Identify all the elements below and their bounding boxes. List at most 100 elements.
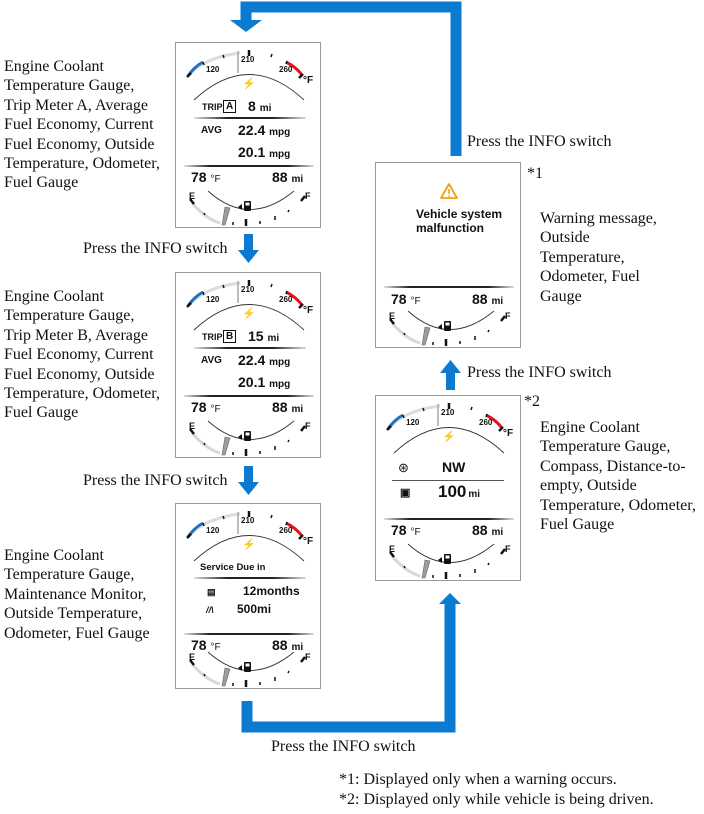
fuel-empty-label: E xyxy=(189,652,196,662)
outside-temperature: 78 °F xyxy=(191,169,221,185)
temp-tick xyxy=(285,290,288,295)
current-unit: mpg xyxy=(269,149,291,160)
fuel-tick xyxy=(500,548,506,555)
divider xyxy=(184,165,314,167)
temp-tick xyxy=(270,514,273,519)
odometer: 88 mi xyxy=(472,291,503,307)
outside-temperature: 78 °F xyxy=(391,522,421,538)
temp-tick xyxy=(402,414,405,419)
fuel-pump-window xyxy=(445,555,450,559)
outside-temperature: 78 °F xyxy=(191,637,221,653)
coolant-icon: ⚡ xyxy=(442,431,456,443)
odometer-unit: mi xyxy=(491,527,504,538)
temp-tick xyxy=(202,522,205,527)
odometer: 88 mi xyxy=(272,169,303,185)
avg-unit: mpg xyxy=(269,127,291,138)
coolant-temperature-gauge xyxy=(186,511,305,562)
temp-high-label: 260 xyxy=(279,65,293,74)
display-panel-maintenance: 120 210 260 °F ⚡ Service Due in ▤ 12mont… xyxy=(175,503,321,689)
odometer: 88 mi xyxy=(472,522,503,538)
outside-temp-unit: °F xyxy=(410,527,421,538)
description-trip-a: Engine Coolant Temperature Gauge, Trip M… xyxy=(4,58,160,192)
fuel-needle xyxy=(221,206,231,226)
avg-fuel-economy: 22.4 mpg xyxy=(238,122,290,138)
fuel-level-band xyxy=(190,202,221,225)
temp-mid-label: 210 xyxy=(241,516,255,525)
fuel-gauge xyxy=(189,190,306,226)
coolant-icon: ⚡ xyxy=(242,78,256,90)
fuel-empty-label: E xyxy=(389,311,396,321)
fuel-tick xyxy=(500,315,506,322)
temp-arc xyxy=(393,427,505,454)
temp-arc xyxy=(193,304,305,331)
trip-letter-badge: A xyxy=(223,100,237,113)
avg-unit: mpg xyxy=(269,357,291,368)
outside-temp-value: 78 xyxy=(391,522,407,538)
fuel-needle xyxy=(221,667,231,687)
step-caption-trip-b-to-maintenance: Press the INFO switch xyxy=(83,472,228,489)
fuel-door-arrow-icon xyxy=(238,204,242,210)
temp-tick xyxy=(202,61,205,66)
odometer: 88 mi xyxy=(272,399,303,415)
temp-hot-zone xyxy=(285,60,304,76)
step-caption-compass-to-warning: Press the INFO switch xyxy=(467,364,612,381)
temp-tick xyxy=(285,60,288,65)
compass-icon: ⊛ xyxy=(398,460,409,475)
warning-message-line1: Vehicle system xyxy=(416,207,503,221)
avg-fuel-economy: 22.4 mpg xyxy=(238,352,290,368)
warning-triangle-icon xyxy=(440,183,458,199)
odometer-value: 88 xyxy=(272,169,288,185)
fuel-tick xyxy=(487,329,490,333)
fuel-tick xyxy=(203,442,206,446)
outside-temp-value: 78 xyxy=(191,637,207,653)
step-caption-trip-a-to-trip-b: Press the INFO switch xyxy=(83,240,228,257)
trip-value: 15 mi xyxy=(248,328,279,344)
coolant-temperature-gauge xyxy=(386,403,505,454)
divider xyxy=(184,395,314,397)
temp-tick xyxy=(186,302,192,308)
dte-unit: mi xyxy=(468,489,481,500)
current-value: 20.1 xyxy=(238,374,266,390)
fuel-tick xyxy=(300,195,306,202)
service-months: 12months xyxy=(243,584,300,598)
fuel-tick xyxy=(189,198,195,205)
fuel-pump-window xyxy=(245,432,250,436)
trip-value-number: 8 xyxy=(248,98,256,114)
fuel-level-band xyxy=(390,555,421,578)
trip-letter-badge: B xyxy=(223,330,237,343)
temp-tick xyxy=(422,407,425,412)
temp-low-label: 120 xyxy=(206,526,220,535)
temp-unit-label: °F xyxy=(303,536,314,547)
temp-tick xyxy=(222,515,225,520)
outside-temp-unit: °F xyxy=(210,642,221,653)
divider xyxy=(194,347,306,349)
fuel-door-arrow-icon xyxy=(238,665,242,671)
temp-mid-label: 210 xyxy=(441,408,455,417)
fuel-tick xyxy=(487,562,490,566)
service-due-title: Service Due in xyxy=(200,562,266,573)
temp-arc xyxy=(193,74,305,101)
temp-tick xyxy=(470,406,473,411)
temp-mid-label: 210 xyxy=(241,285,255,294)
temp-tick xyxy=(270,53,273,58)
divider xyxy=(384,518,514,520)
temp-low-label: 120 xyxy=(206,295,220,304)
fuel-full-label: F xyxy=(305,191,311,201)
divider xyxy=(194,577,306,579)
current-value: 20.1 xyxy=(238,144,266,160)
temp-tick xyxy=(202,291,205,296)
fuel-pump-window xyxy=(245,202,250,206)
current-fuel-economy: 20.1 mpg xyxy=(238,374,290,390)
avg-label: AVG xyxy=(201,355,222,366)
outside-temperature: 78 °F xyxy=(191,399,221,415)
fuel-pump-window xyxy=(445,322,450,326)
footnote-mark-warning: *1 xyxy=(527,165,543,182)
fuel-tick xyxy=(403,332,406,336)
temp-unit-label: °F xyxy=(303,75,314,86)
trip-value-unit: mi xyxy=(267,333,280,344)
odometer-unit: mi xyxy=(291,174,304,185)
fuel-tick xyxy=(300,425,306,432)
temp-tick xyxy=(485,413,488,418)
warning-message-line2: malfunction xyxy=(416,221,484,235)
